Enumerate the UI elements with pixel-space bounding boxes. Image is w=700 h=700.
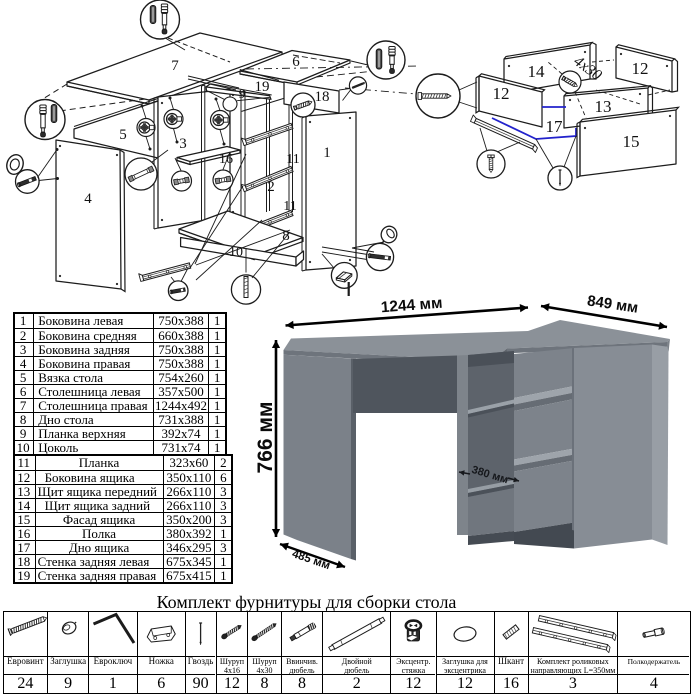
svg-text:2: 2 bbox=[267, 179, 275, 195]
svg-text:11: 11 bbox=[283, 199, 296, 214]
svg-text:5: 5 bbox=[119, 127, 127, 143]
svg-text:13: 13 bbox=[595, 97, 612, 116]
svg-text:9: 9 bbox=[239, 86, 246, 101]
svg-text:19: 19 bbox=[255, 79, 270, 95]
svg-text:7: 7 bbox=[171, 58, 179, 74]
svg-text:3: 3 bbox=[179, 136, 187, 152]
svg-text:8: 8 bbox=[282, 228, 290, 244]
svg-text:17: 17 bbox=[546, 117, 564, 136]
svg-text:1244 мм: 1244 мм bbox=[380, 295, 443, 317]
svg-text:16: 16 bbox=[219, 152, 233, 167]
svg-text:12: 12 bbox=[632, 59, 649, 78]
svg-text:15: 15 bbox=[623, 132, 640, 151]
svg-text:14: 14 bbox=[528, 62, 546, 81]
svg-text:766 мм: 766 мм bbox=[254, 402, 277, 474]
svg-text:12: 12 bbox=[493, 84, 510, 103]
svg-text:849 мм: 849 мм bbox=[586, 292, 639, 316]
svg-text:4: 4 bbox=[84, 191, 92, 207]
svg-text:485 мм: 485 мм bbox=[290, 548, 331, 572]
svg-text:1: 1 bbox=[323, 145, 331, 161]
svg-text:11: 11 bbox=[286, 152, 299, 167]
svg-text:10: 10 bbox=[229, 245, 243, 260]
svg-text:6: 6 bbox=[292, 54, 300, 70]
svg-text:18: 18 bbox=[315, 89, 330, 105]
